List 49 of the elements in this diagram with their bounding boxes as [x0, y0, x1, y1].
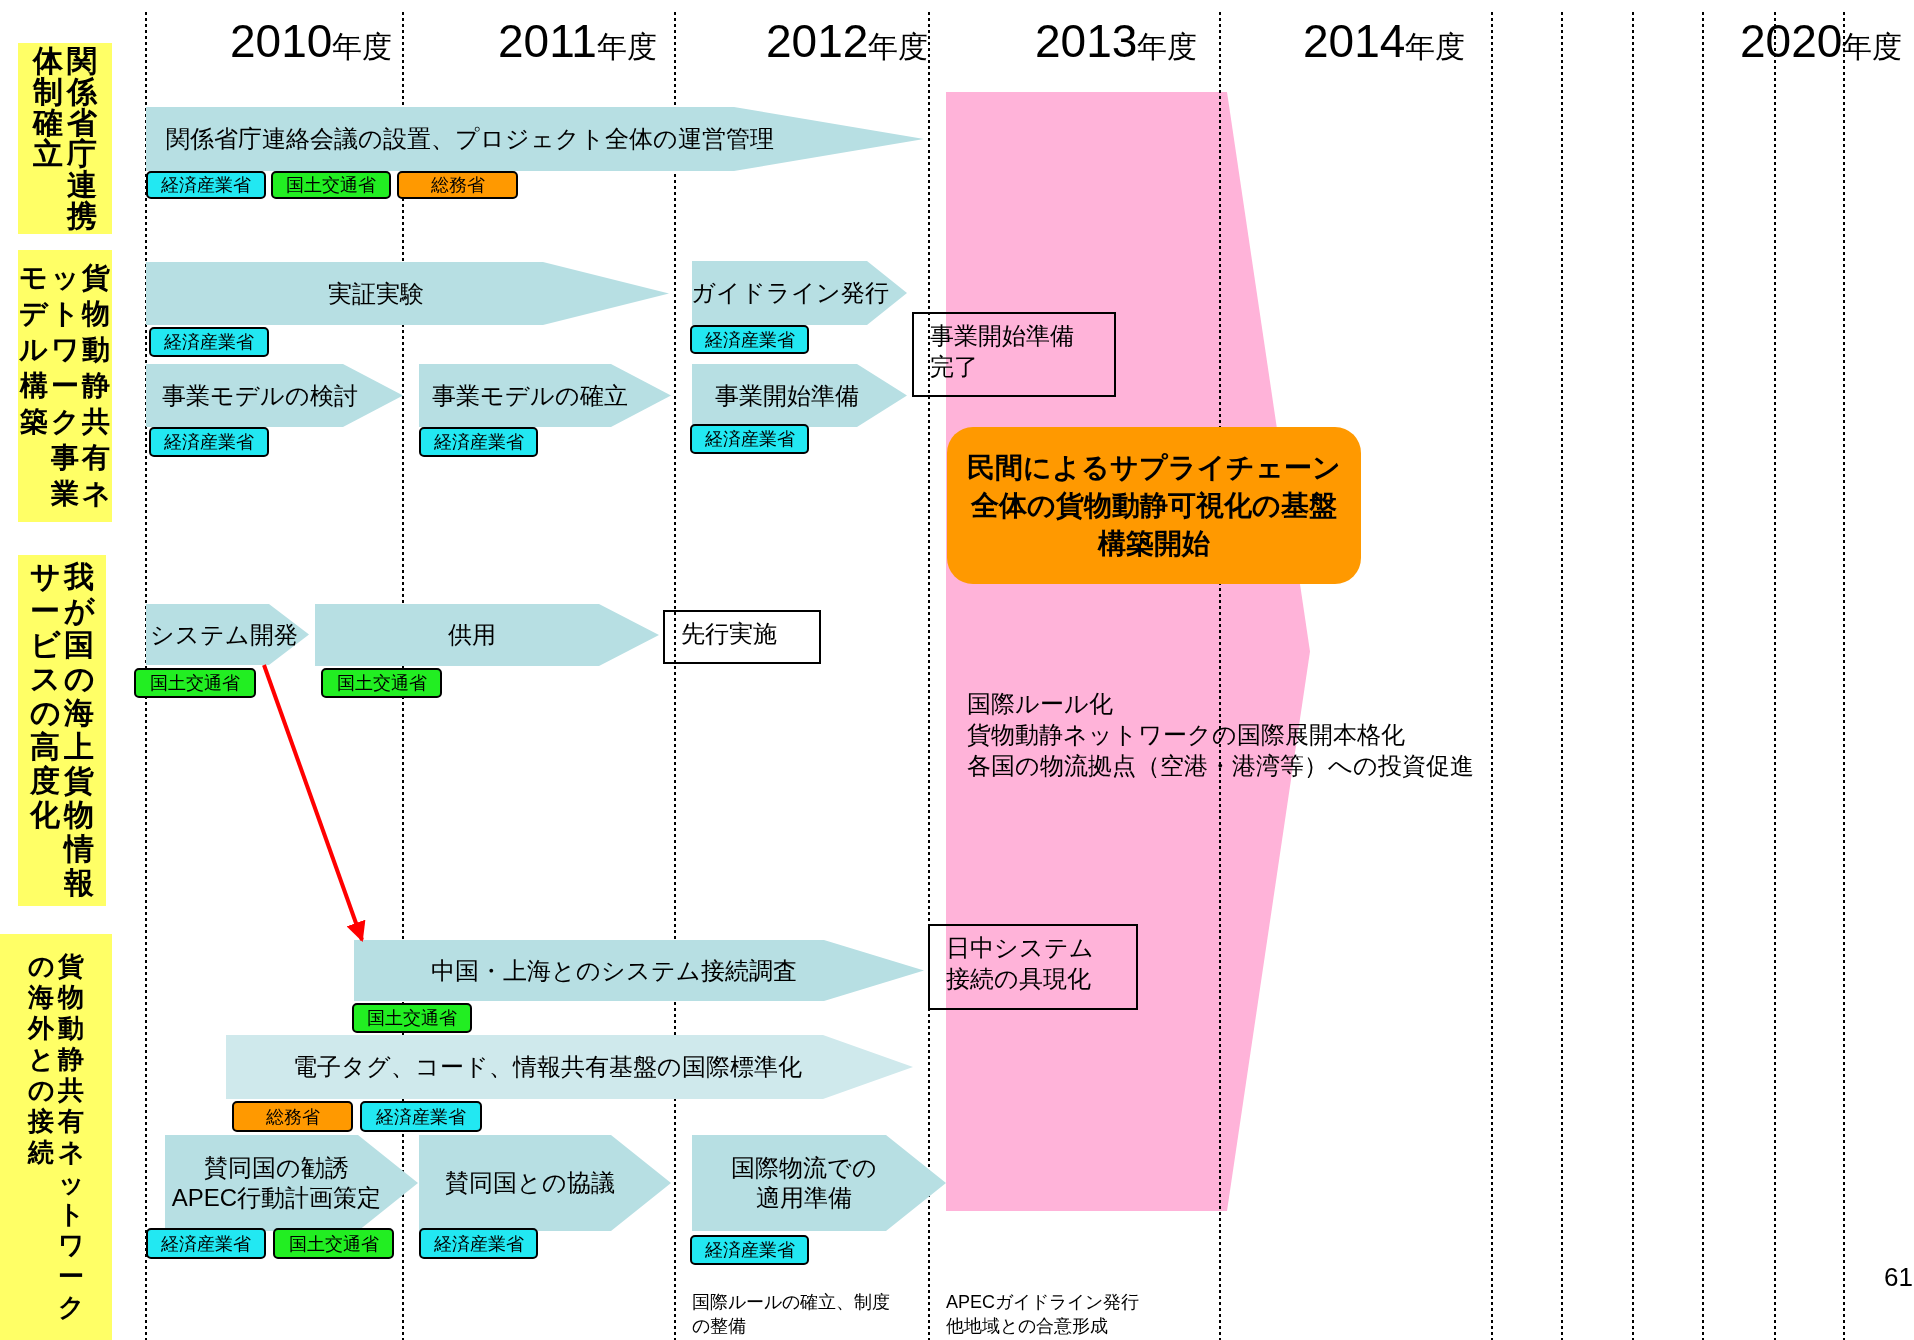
ministry-tag: 経済産業省: [146, 1228, 266, 1259]
task-bar: 電子タグ、コード、情報共有基盤の国際標準化: [226, 1035, 913, 1099]
task-bar: 実証実験: [146, 262, 669, 325]
ministry-tag: 国土交通省: [321, 668, 442, 698]
task-bar: 事業モデルの検討: [146, 364, 403, 427]
note-text: APECガイドライン発行他地域との合意形成: [946, 1291, 1141, 1338]
ministry-tag: 経済産業省: [146, 171, 266, 199]
task-bar: 供用: [315, 604, 659, 666]
ministry-tag: 経済産業省: [419, 1228, 538, 1259]
section-band: 関係省庁連携体制確立: [18, 43, 112, 234]
ministry-tag: 国土交通省: [273, 1228, 394, 1259]
year-header: 2011年度: [498, 14, 657, 68]
milestone-box: 日中システム接続の具現化: [928, 924, 1138, 1010]
task-bar: システム開発: [146, 604, 309, 665]
milestone-box: 事業開始準備完了: [912, 312, 1116, 397]
ministry-tag: 国土交通省: [352, 1003, 472, 1033]
ministry-tag: 経済産業省: [149, 327, 269, 357]
ministry-tag: 国土交通省: [134, 668, 256, 698]
section-band: 我が国の海上貨物情報サービスの高度化: [18, 555, 106, 906]
task-bar: ガイドライン発行: [692, 261, 907, 325]
highlight-box: 民間によるサプライチェーン全体の貨物動静可視化の基盤構築開始: [947, 427, 1361, 584]
task-bar: 事業モデルの確立: [419, 364, 671, 427]
task-bar: 関係省庁連絡会議の設置、プロジェクト全体の運営管理: [146, 107, 924, 171]
task-bar: 事業開始準備: [692, 364, 907, 427]
ministry-tag: 経済産業省: [690, 1235, 809, 1265]
page-number: 61: [1884, 1262, 1913, 1293]
ministry-tag: 総務省: [397, 171, 518, 199]
note-text: 国際ルールの確立、制度の整備: [692, 1291, 891, 1338]
section-band: 貨物動静共有ネットワークの海外との接続: [0, 934, 112, 1340]
year-header: 2014年度: [1303, 14, 1466, 68]
ministry-tag: 経済産業省: [419, 427, 538, 457]
year-header: 2010年度: [230, 14, 393, 68]
arrow-text: 国際ルール化: [967, 689, 1113, 719]
ministry-tag: 経済産業省: [690, 325, 809, 354]
task-bar: 賛同国との協議: [419, 1135, 671, 1231]
task-bar: 中国・上海とのシステム接続調査: [354, 940, 924, 1001]
ministry-tag: 国土交通省: [271, 171, 391, 199]
ministry-tag: 経済産業省: [360, 1101, 482, 1132]
year-header: 2012年度: [766, 14, 929, 68]
section-band: 貨物動静共有ネットワーク事業モデル構築: [18, 250, 112, 522]
task-bar: 賛同国の勧誘 APEC行動計画策定: [165, 1135, 418, 1231]
arrow-text: 貨物動静ネットワークの国際展開本格化: [967, 720, 1405, 750]
ministry-tag: 経済産業省: [149, 427, 269, 457]
year-header: 2020年度: [1740, 14, 1903, 68]
ministry-tag: 経済産業省: [690, 424, 809, 454]
milestone-box: 先行実施: [663, 610, 821, 664]
ministry-tag: 総務省: [232, 1101, 353, 1132]
year-header: 2013年度: [1035, 14, 1198, 68]
task-bar: 国際物流での適用準備: [692, 1135, 946, 1231]
